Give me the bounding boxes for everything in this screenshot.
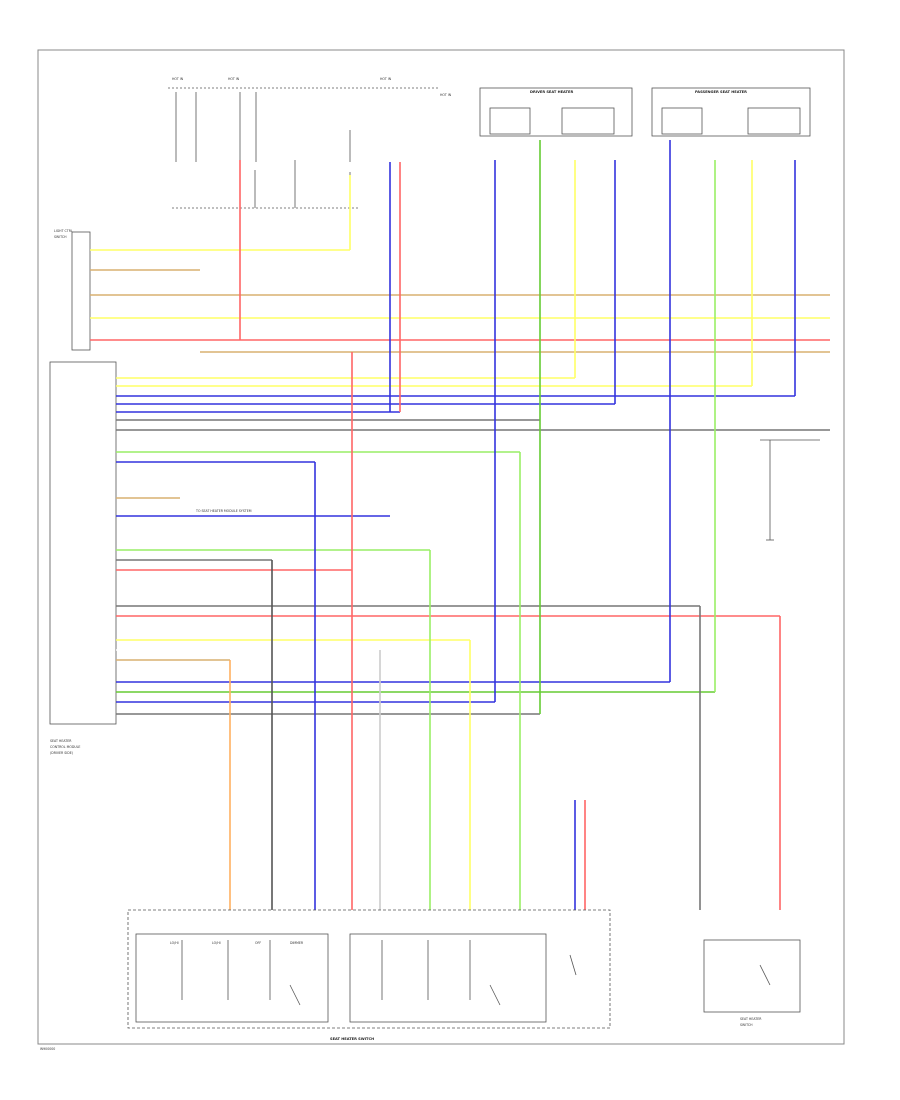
horizontal-wires [90, 249, 830, 715]
diagram-frame [37, 49, 845, 1045]
right-bottom-label-2: SWITCH [740, 1023, 753, 1027]
left-top-label-2: SWITCH [54, 235, 67, 239]
right-bottom-label-1: SEAT HEATER [740, 1017, 762, 1021]
left-top-label-1: LIGHT CTRL [54, 229, 73, 233]
bottom-switch-assembly [127, 909, 801, 1029]
bottom-box-label-1: LO/HI [170, 941, 179, 945]
top-small-label-3: HOT IN [380, 77, 392, 81]
bottom-box-label-2: LO/HI [212, 941, 221, 945]
right-ground-switch [760, 439, 820, 541]
top-small-label-1: HOT IN [172, 77, 184, 81]
left-module-label-2: CONTROL MODULE [50, 745, 80, 749]
left-module-label-1: SEAT HEATER [50, 739, 72, 743]
vertical-wires [229, 140, 796, 910]
bottom-box-label-4: DIMMER [290, 941, 304, 945]
top-switch-group-label-2: PASSENGER SEAT HEATER [695, 90, 747, 94]
left-module-label-3: (DRIVER SIDE) [50, 751, 73, 755]
top-small-label-2: HOT IN [228, 77, 240, 81]
mid-note: TO SEAT HEATER MODULE SYSTEM [195, 509, 252, 513]
left-module-box [49, 361, 117, 725]
top-switch-group-label-1: DRIVER SEAT HEATER [530, 90, 573, 94]
bottom-box-label-3: OFF [255, 941, 261, 945]
top-connectors [168, 87, 440, 209]
bottom-caption: SEAT HEATER SWITCH [330, 1037, 374, 1041]
left-connector [71, 231, 91, 351]
top-small-label-4: HOT IN [440, 93, 452, 97]
top-right-switch-boxes [479, 87, 811, 137]
footer-code: W900000 [40, 1047, 55, 1051]
